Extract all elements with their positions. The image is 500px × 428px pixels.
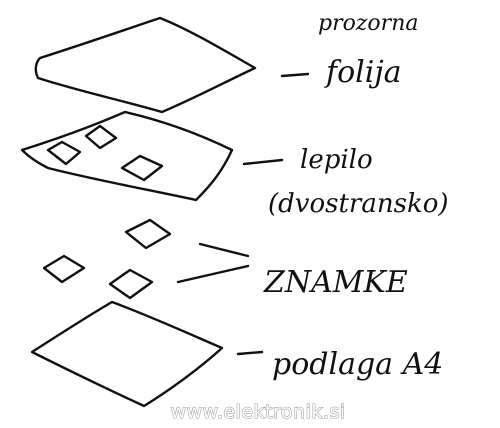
foil-label-line2: folija bbox=[324, 55, 402, 90]
watermark: www.elektronik.si bbox=[170, 401, 345, 423]
adhesive-label-line1: lepilo bbox=[300, 145, 373, 175]
foil-pointer bbox=[280, 72, 310, 78]
stamp bbox=[42, 254, 86, 284]
base-label: podlaga A4 bbox=[272, 347, 443, 382]
stamps-label: ZNAMKE bbox=[263, 265, 408, 300]
stamp bbox=[108, 268, 154, 300]
foil-sheet bbox=[34, 16, 257, 114]
adhesive-cutout bbox=[120, 154, 164, 182]
base-pointer bbox=[236, 350, 264, 356]
adhesive-pointer bbox=[242, 158, 284, 166]
adhesive-cutout bbox=[84, 124, 118, 150]
adhesive-sheet bbox=[20, 110, 234, 202]
stamp bbox=[124, 218, 172, 250]
base-sheet bbox=[30, 300, 224, 408]
adhesive-cutout bbox=[46, 140, 82, 166]
stamps-pointer bbox=[176, 242, 250, 284]
adhesive-label-line2: (dvostransko) bbox=[268, 189, 449, 219]
foil-label-line1: prozorna bbox=[318, 11, 418, 36]
